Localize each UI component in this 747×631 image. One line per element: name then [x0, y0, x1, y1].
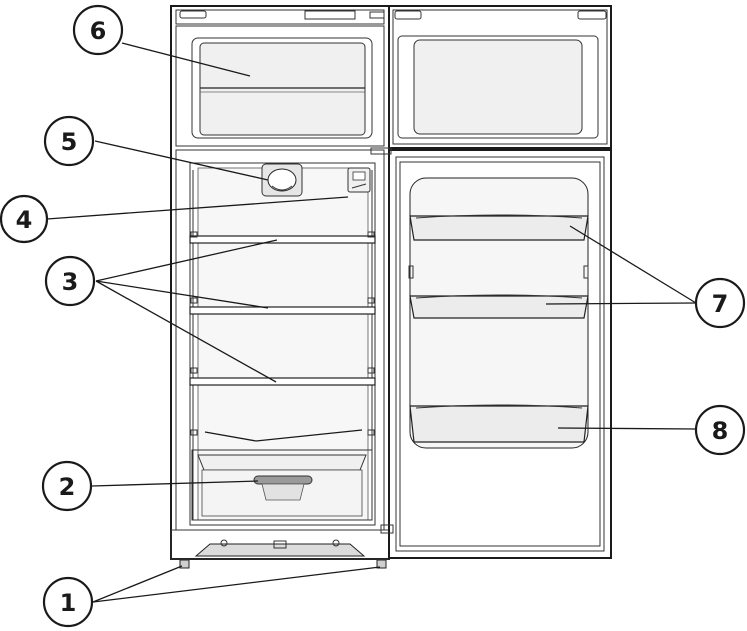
foot-left: [179, 559, 190, 569]
door-balconies: [409, 214, 589, 319]
callout-3: 3: [44, 255, 96, 307]
shelf-bottom: [189, 377, 376, 386]
callout-label: 2: [59, 473, 76, 501]
callout-7: 7: [694, 277, 746, 329]
callout-label: 3: [62, 268, 79, 296]
leader-lines: [46, 42, 697, 603]
fridge-shelves: [189, 231, 376, 436]
callout-5: 5: [43, 115, 95, 167]
callout-label: 8: [712, 417, 729, 445]
callout-1: 1: [42, 576, 94, 628]
thermostat-light-unit: [261, 163, 303, 197]
balcony-top: [409, 215, 589, 241]
callout-label: 1: [60, 589, 77, 617]
callout-6: 6: [72, 4, 124, 56]
crisper-drawer: [191, 449, 373, 521]
balcony-middle: [409, 295, 589, 319]
shelf-middle: [189, 306, 376, 315]
callout-label: 5: [61, 128, 78, 156]
fridge-door: [370, 147, 612, 559]
fridge-base: [170, 529, 390, 560]
callout-2: 2: [41, 460, 93, 512]
callout-label: 6: [90, 17, 107, 45]
adjustable-feet: [179, 559, 387, 569]
freezer-compartment: [175, 25, 385, 147]
callout-4: 4: [0, 194, 49, 244]
freezer-door: [388, 5, 612, 149]
foot-right: [376, 559, 387, 569]
callout-label: 4: [16, 206, 33, 234]
bottle-balcony: [409, 404, 589, 443]
fridge-control-unit: [347, 167, 371, 193]
callout-8: 8: [694, 404, 746, 456]
callout-label: 7: [712, 290, 729, 318]
shelf-top: [189, 235, 376, 244]
